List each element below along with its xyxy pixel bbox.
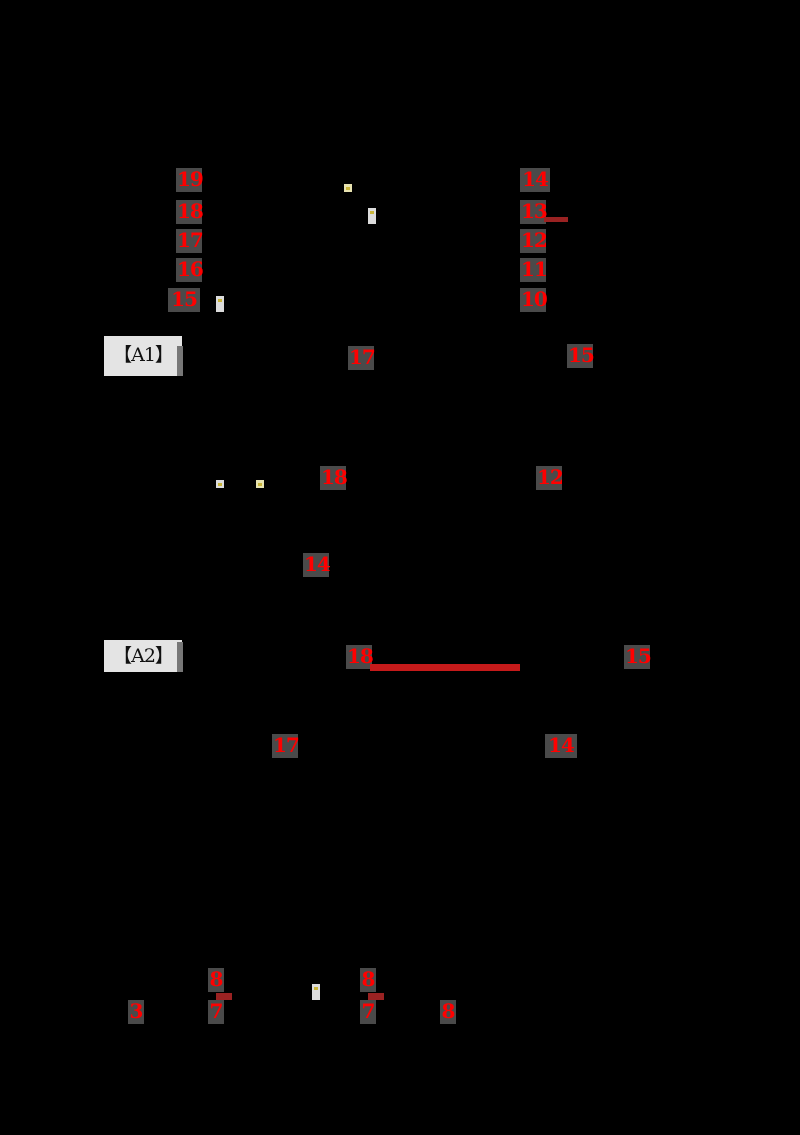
marker-icon (344, 184, 352, 192)
section-label-a1: 【A1】 (104, 336, 182, 376)
number-badge: 11 (520, 257, 548, 282)
number-badge: 8 (208, 967, 224, 992)
number-badge: 12 (520, 228, 548, 253)
section-label-a2: 【A2】 (104, 640, 182, 672)
number-badge: 17 (272, 733, 300, 758)
underline-mark (544, 217, 568, 222)
number-badge: 18 (320, 465, 348, 490)
number-badge: 14 (545, 734, 577, 758)
number-badge: 8 (440, 999, 456, 1024)
underline-mark (216, 993, 232, 1000)
number-badge: 17 (176, 228, 204, 253)
number-badge: 13 (520, 199, 548, 224)
label-edge (177, 642, 183, 672)
number-badge: 15 (567, 343, 595, 368)
number-badge: 15 (624, 644, 652, 669)
number-badge: 14 (303, 552, 331, 577)
number-badge: 19 (176, 167, 204, 192)
number-badge: 15 (168, 288, 200, 312)
marker-icon (312, 984, 320, 1000)
number-badge: 16 (176, 257, 204, 282)
marker-icon (216, 296, 224, 312)
label-edge (177, 346, 183, 376)
marker-icon (216, 480, 224, 488)
underline-mark (368, 993, 384, 1000)
number-badge: 3 (128, 999, 144, 1024)
number-badge: 18 (346, 644, 374, 669)
number-badge: 17 (348, 345, 376, 370)
number-badge: 7 (360, 999, 376, 1024)
marker-icon (368, 208, 376, 224)
number-badge: 18 (176, 199, 204, 224)
marker-icon (256, 480, 264, 488)
number-badge: 12 (536, 465, 564, 490)
number-badge: 14 (520, 168, 550, 192)
number-badge: 10 (520, 287, 548, 312)
underline-bar (370, 664, 520, 671)
number-badge: 7 (208, 999, 224, 1024)
number-badge: 8 (360, 967, 376, 992)
